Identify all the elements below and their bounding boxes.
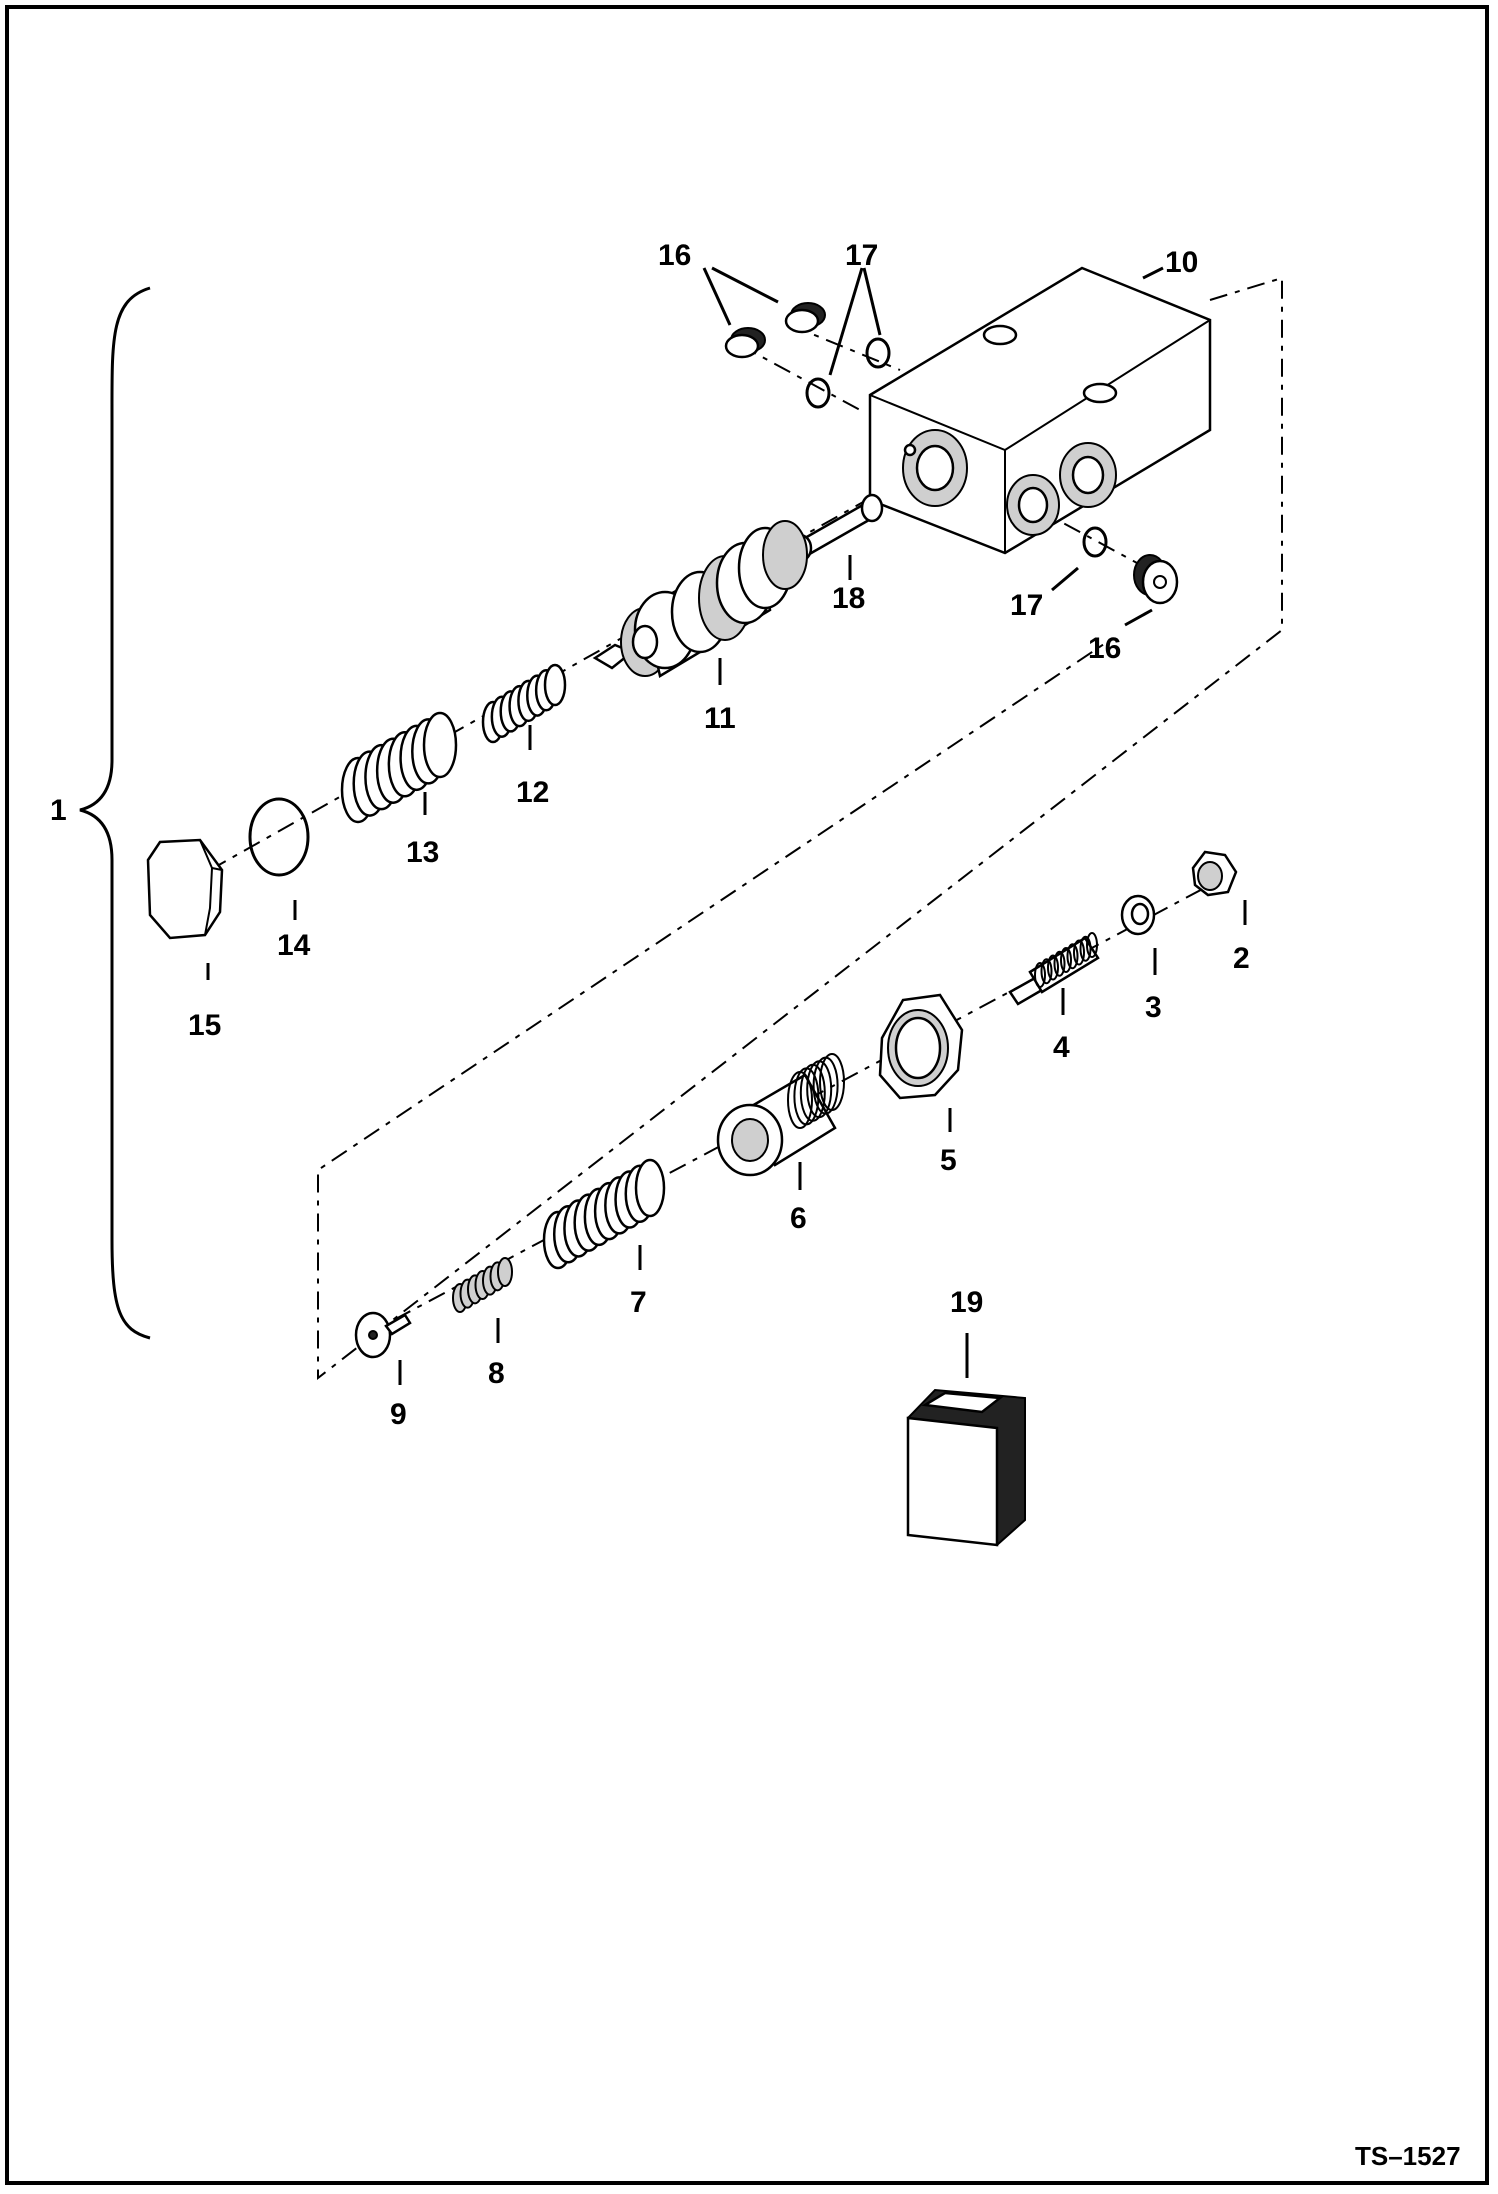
screw4-thread bbox=[1053, 950, 1066, 977]
callout-5: 5 bbox=[940, 1144, 957, 1177]
centerline-upper bbox=[209, 469, 921, 871]
screw4-thread bbox=[1047, 954, 1059, 981]
callout-13: 13 bbox=[406, 836, 439, 869]
o-ring-17-right bbox=[1082, 526, 1108, 558]
seal-kit-box-19 bbox=[906, 1388, 1026, 1547]
diagram-frame bbox=[5, 5, 1489, 2185]
screw4-thread bbox=[1034, 962, 1046, 988]
poppet-9 bbox=[354, 1311, 412, 1359]
callout-8: 8 bbox=[488, 1357, 505, 1390]
callout-19: 19 bbox=[950, 1286, 983, 1319]
sleeve-6 bbox=[716, 1053, 845, 1177]
assembly-brace bbox=[79, 286, 151, 1340]
sleeve6-thread bbox=[819, 1053, 845, 1111]
centerline-plug-a bbox=[739, 344, 861, 411]
callout-18: 18 bbox=[832, 582, 865, 615]
callout-10: 10 bbox=[1165, 246, 1198, 279]
nut-2 bbox=[1191, 850, 1238, 897]
adjusting-screw-4 bbox=[1008, 932, 1100, 1006]
valve-body-block bbox=[868, 266, 1212, 555]
spool-11 bbox=[592, 520, 808, 678]
callout-1: 1 bbox=[50, 794, 67, 827]
spring8-coil bbox=[497, 1257, 513, 1287]
callout-12: 12 bbox=[516, 776, 549, 809]
callout-17-right: 17 bbox=[1010, 589, 1043, 622]
screw4-thread bbox=[1040, 958, 1053, 985]
cap-15 bbox=[146, 838, 224, 940]
o-ring-17-upper-b bbox=[865, 337, 891, 369]
spring-13 bbox=[340, 711, 458, 824]
callout-6: 6 bbox=[790, 1202, 807, 1235]
document-id: TS–1527 bbox=[1355, 2141, 1461, 2171]
callout-11: 11 bbox=[704, 702, 736, 735]
centerline-plug-c bbox=[1029, 504, 1151, 571]
screw4-thread bbox=[1066, 943, 1079, 970]
spring-12 bbox=[481, 663, 567, 744]
callout-3: 3 bbox=[1145, 991, 1162, 1024]
washer-3 bbox=[1120, 894, 1156, 936]
screw4-thread bbox=[1060, 947, 1072, 973]
callout-17-upper: 17 bbox=[845, 239, 878, 272]
spring13-coil bbox=[422, 711, 458, 779]
callout-16-upper: 16 bbox=[658, 239, 691, 272]
callout-15: 15 bbox=[188, 1009, 221, 1042]
plug-16-upper-a bbox=[724, 327, 766, 359]
leader-lines bbox=[206, 266, 1247, 1385]
spring-7 bbox=[542, 1158, 666, 1270]
callout-9: 9 bbox=[390, 1398, 407, 1431]
jam-nut-5 bbox=[878, 993, 964, 1100]
callout-4: 4 bbox=[1053, 1031, 1070, 1064]
callout-2: 2 bbox=[1233, 942, 1250, 975]
spring-8 bbox=[452, 1257, 513, 1313]
callout-14: 14 bbox=[277, 929, 311, 962]
plug-16-right bbox=[1133, 554, 1179, 605]
plug-16-upper-b bbox=[784, 302, 826, 334]
callout-7: 7 bbox=[630, 1286, 647, 1319]
o-ring-17-upper-a bbox=[805, 377, 831, 409]
screw4-thread bbox=[1086, 932, 1098, 958]
screw4-thread bbox=[1079, 935, 1092, 962]
spring7-coil bbox=[634, 1158, 666, 1218]
callout-16-right: 16 bbox=[1088, 632, 1121, 665]
o-ring-14 bbox=[248, 797, 310, 877]
spring12-coil bbox=[543, 663, 567, 707]
screw4-thread bbox=[1073, 939, 1085, 966]
